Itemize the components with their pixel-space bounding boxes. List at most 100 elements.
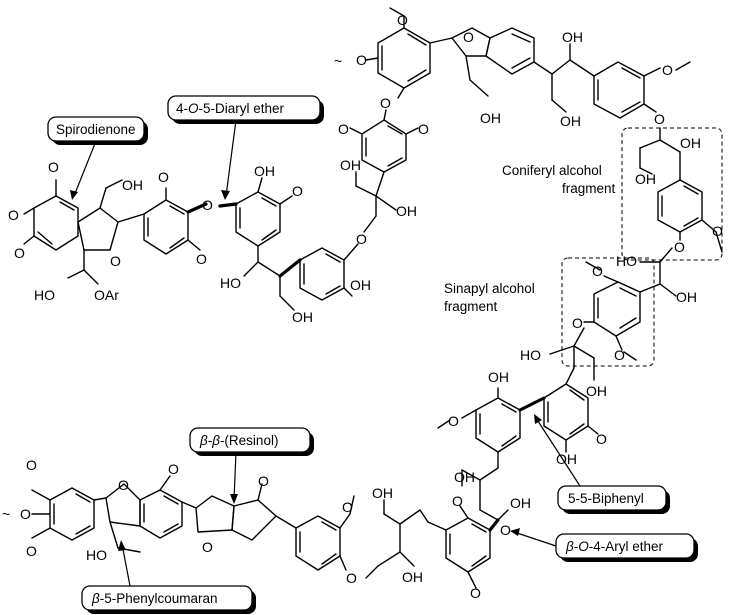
atom-o-syringyl-mid-2: O: [418, 121, 429, 137]
atom-o-syringyl-bl-3: O: [26, 543, 37, 559]
atom-oh-aryl-chain-2: OH: [510, 495, 531, 511]
syringyl-ring-top: [365, 7, 453, 99]
sinapyl-label-line2: fragment: [444, 299, 498, 314]
atom-ho-diaryl-right: HO: [220, 275, 241, 291]
atom-oh-bottom-center-1: OH: [372, 485, 393, 501]
callout-diaryl-ether: 4-O-5-Diaryl ether: [167, 95, 324, 200]
callout-diaryl-pre: 4-: [176, 101, 188, 116]
atom-o-resinol-2: O: [202, 539, 213, 555]
atom-o-coumaran-bottom-2: O: [168, 461, 179, 477]
callout-resinol-beta1: β: [199, 433, 208, 448]
spirodienone: [23, 179, 123, 285]
atom-oh-side-top-1: OH: [562, 29, 583, 45]
atom-o-top-1: O: [397, 12, 408, 28]
atom-oh-coniferyl-1: OH: [680, 135, 701, 151]
atom-o-aryl-ether: O: [500, 522, 511, 538]
chain-sinapyl-down: [549, 327, 595, 385]
atom-o-top-3: O: [380, 95, 391, 111]
atom-oar-spiro: OAr: [94, 287, 119, 303]
chain-middle-up: [355, 171, 397, 233]
callout-biphenyl-text: 5-5-Biphenyl: [568, 491, 644, 506]
callout-spirodienone-text: Spirodienone: [56, 122, 136, 137]
atom-o-guaiacyl-bottom: O: [342, 499, 353, 515]
atom-o-sinapyl-2: O: [572, 315, 583, 331]
atom-oh-coumaran-top: OH: [480, 110, 501, 126]
callout-aryl-dash: -: [574, 539, 579, 554]
atom-oh-biphenyl-1: OH: [488, 369, 509, 385]
atom-oh-chain-middle-1: OH: [340, 157, 361, 173]
atom-oh-bottom-center-2: OH: [402, 569, 423, 585]
atom-o-biphenyl-4: O: [448, 413, 459, 429]
callout-diaryl-o: O: [188, 101, 199, 116]
callout-resinol: β-β-(Resinol): [189, 427, 314, 504]
callout-resinol-dash: -: [208, 433, 213, 448]
svg-text:β-O-4-Aryl ether: β-O-4-Aryl ether: [565, 539, 664, 554]
callout-aryl-post: -4-Aryl ether: [589, 539, 664, 554]
svg-text:β-5-Phenylcoumaran: β-5-Phenylcoumaran: [91, 591, 218, 606]
callout-aryl-beta: β: [565, 539, 574, 554]
guaiacyl-ring-top: [593, 61, 691, 119]
atom-o-coniferyl-3: O: [712, 223, 723, 239]
atom-o-spiro-ring: O: [110, 253, 121, 269]
atom-o-spiro-3: O: [14, 245, 25, 261]
atom-ho-spiro: HO: [34, 287, 55, 303]
atom-o-top-2: O: [356, 52, 367, 68]
atom-o-guaiacyl-top-2: O: [654, 111, 665, 127]
atom-o-diaryl-left-1: O: [158, 169, 169, 185]
syringyl-diaryl-right: [218, 177, 295, 311]
svg-text:β-β-(Resinol): β-β-(Resinol): [199, 433, 278, 448]
atom-o-diaryl-left-2: O: [196, 251, 207, 267]
syringyl-bottom: [419, 505, 500, 589]
syringyl-bottom-left: [31, 487, 95, 541]
svg-text:4-O-5-Diaryl ether: 4-O-5-Diaryl ether: [176, 101, 285, 116]
coniferyl-label-line2: fragment: [562, 181, 616, 196]
coniferyl-fragment: [621, 127, 723, 261]
atom-o-syringyl-bl-2: O: [20, 506, 31, 522]
atom-o-guaiacyl-middle: O: [356, 231, 367, 247]
callout-resinol-beta2: β: [211, 433, 220, 448]
atom-oh-biphenyl-2: OH: [556, 451, 577, 467]
atom-o-coumaran-bottom-1: O: [118, 477, 129, 493]
callout-spirodienone: Spirodienone: [47, 116, 148, 200]
syringyl-diaryl-left: [117, 187, 208, 255]
atom-o-syringyl-bottom-2: O: [470, 585, 481, 601]
coniferyl-label-line1: Coniferyl alcohol: [502, 163, 602, 178]
atom-oh-spiro: OH: [122, 177, 143, 193]
atom-o-resinol-1: O: [258, 473, 269, 489]
callout-biphenyl: 5-5-Biphenyl: [534, 414, 670, 514]
callout-coumaran-post: -5-Phenylcoumaran: [100, 591, 218, 606]
atom-o-coniferyl-4: O: [674, 239, 685, 255]
atom-o-guaiacyl-top-1: O: [662, 62, 673, 78]
atom-oh-chain-middle-2: OH: [396, 203, 417, 219]
atom-o-syringyl-bottom-1: O: [452, 493, 463, 509]
atom-ho-coumaran-bottom: HO: [86, 547, 107, 563]
atom-oh-coniferyl-2: OH: [635, 171, 656, 187]
chain-bottom-center: [365, 499, 421, 579]
guaiacyl-bottom: [275, 495, 355, 571]
side-chain-top: [551, 43, 595, 113]
syringyl-middle-top: [349, 109, 419, 173]
phenylcoumaran-bottom: [93, 475, 183, 553]
callout-phenylcoumaran: β-5-Phenylcoumaran: [81, 540, 256, 614]
atom-ho-mid-right: HO: [616, 253, 637, 269]
sinapyl-fragment: [561, 257, 655, 367]
atom-o-biphenyl-3: O: [596, 431, 607, 447]
chain-mid-right: [639, 247, 677, 297]
atom-o-coumaran-top: O: [463, 29, 474, 45]
atom-oh-aryl-chain-1: OH: [454, 469, 475, 485]
atom-oh-diaryl-right-3: OH: [292, 309, 313, 325]
atom-o-sinapyl-3: O: [614, 347, 625, 363]
callout-resinol-post: -(Resinol): [220, 433, 279, 448]
atom-oh-side-top-2: OH: [560, 113, 581, 129]
atom-oh-sinapyl-chain: OH: [586, 383, 607, 399]
sinapyl-label-line1: Sinapyl alcohol: [444, 281, 535, 296]
atom-o-diaryl-bridge: O: [202, 197, 213, 213]
atom-o-syringyl-bl-1: O: [26, 457, 37, 473]
atom-o-spiro-2: O: [48, 159, 59, 175]
biphenyl: [437, 383, 599, 469]
atom-oh-diaryl-right-1: OH: [254, 163, 275, 179]
resinol: [181, 483, 277, 541]
atom-o-sinapyl-1: O: [592, 263, 603, 279]
callout-aryl-ether: β-O-4-Aryl ether: [510, 528, 698, 562]
